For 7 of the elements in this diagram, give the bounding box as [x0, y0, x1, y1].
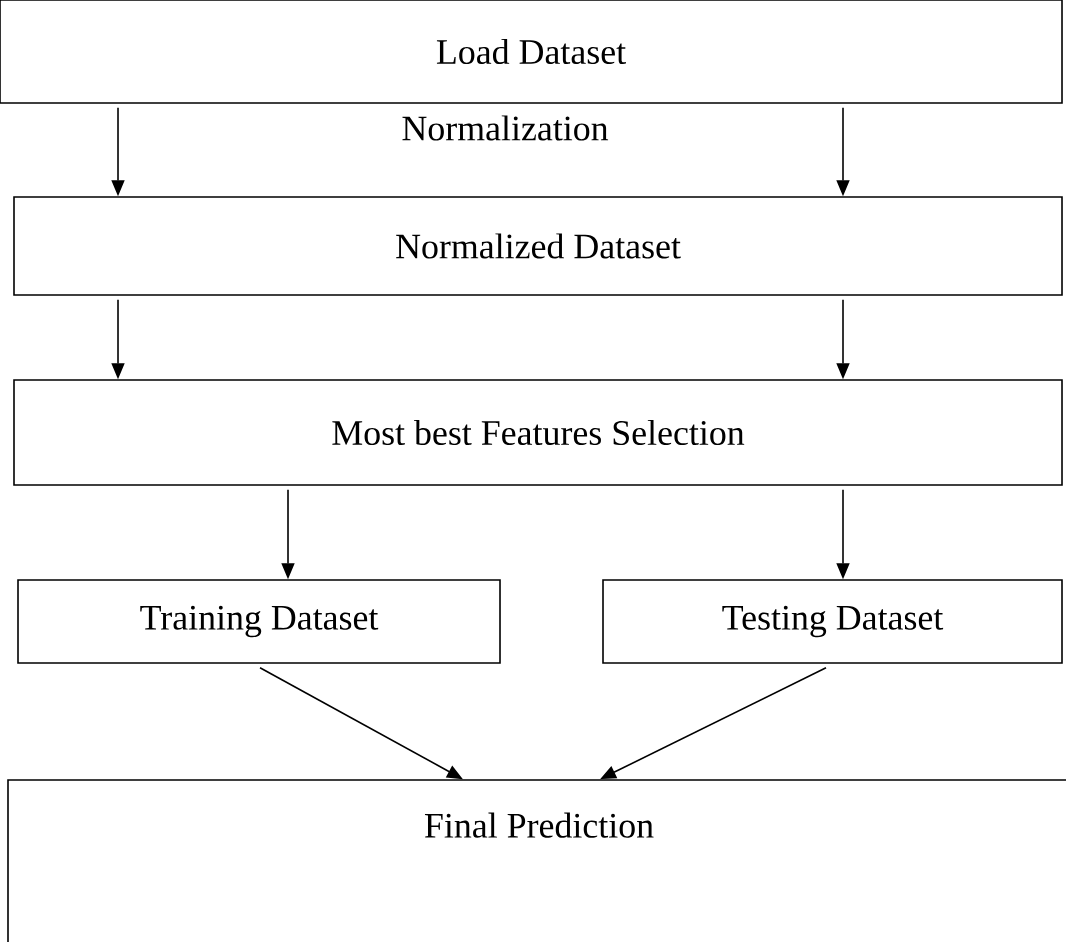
step-label: Normalization	[402, 115, 609, 141]
process-box: Testing Dataset	[602, 579, 1063, 664]
process-box: Normalized Dataset	[13, 196, 1063, 296]
process-box: Most best Features Selection	[13, 379, 1063, 486]
process-box: Load Dataset	[0, 0, 1063, 104]
process-box: Final Prediction	[7, 779, 1066, 942]
process-box: Training Dataset	[17, 579, 501, 664]
